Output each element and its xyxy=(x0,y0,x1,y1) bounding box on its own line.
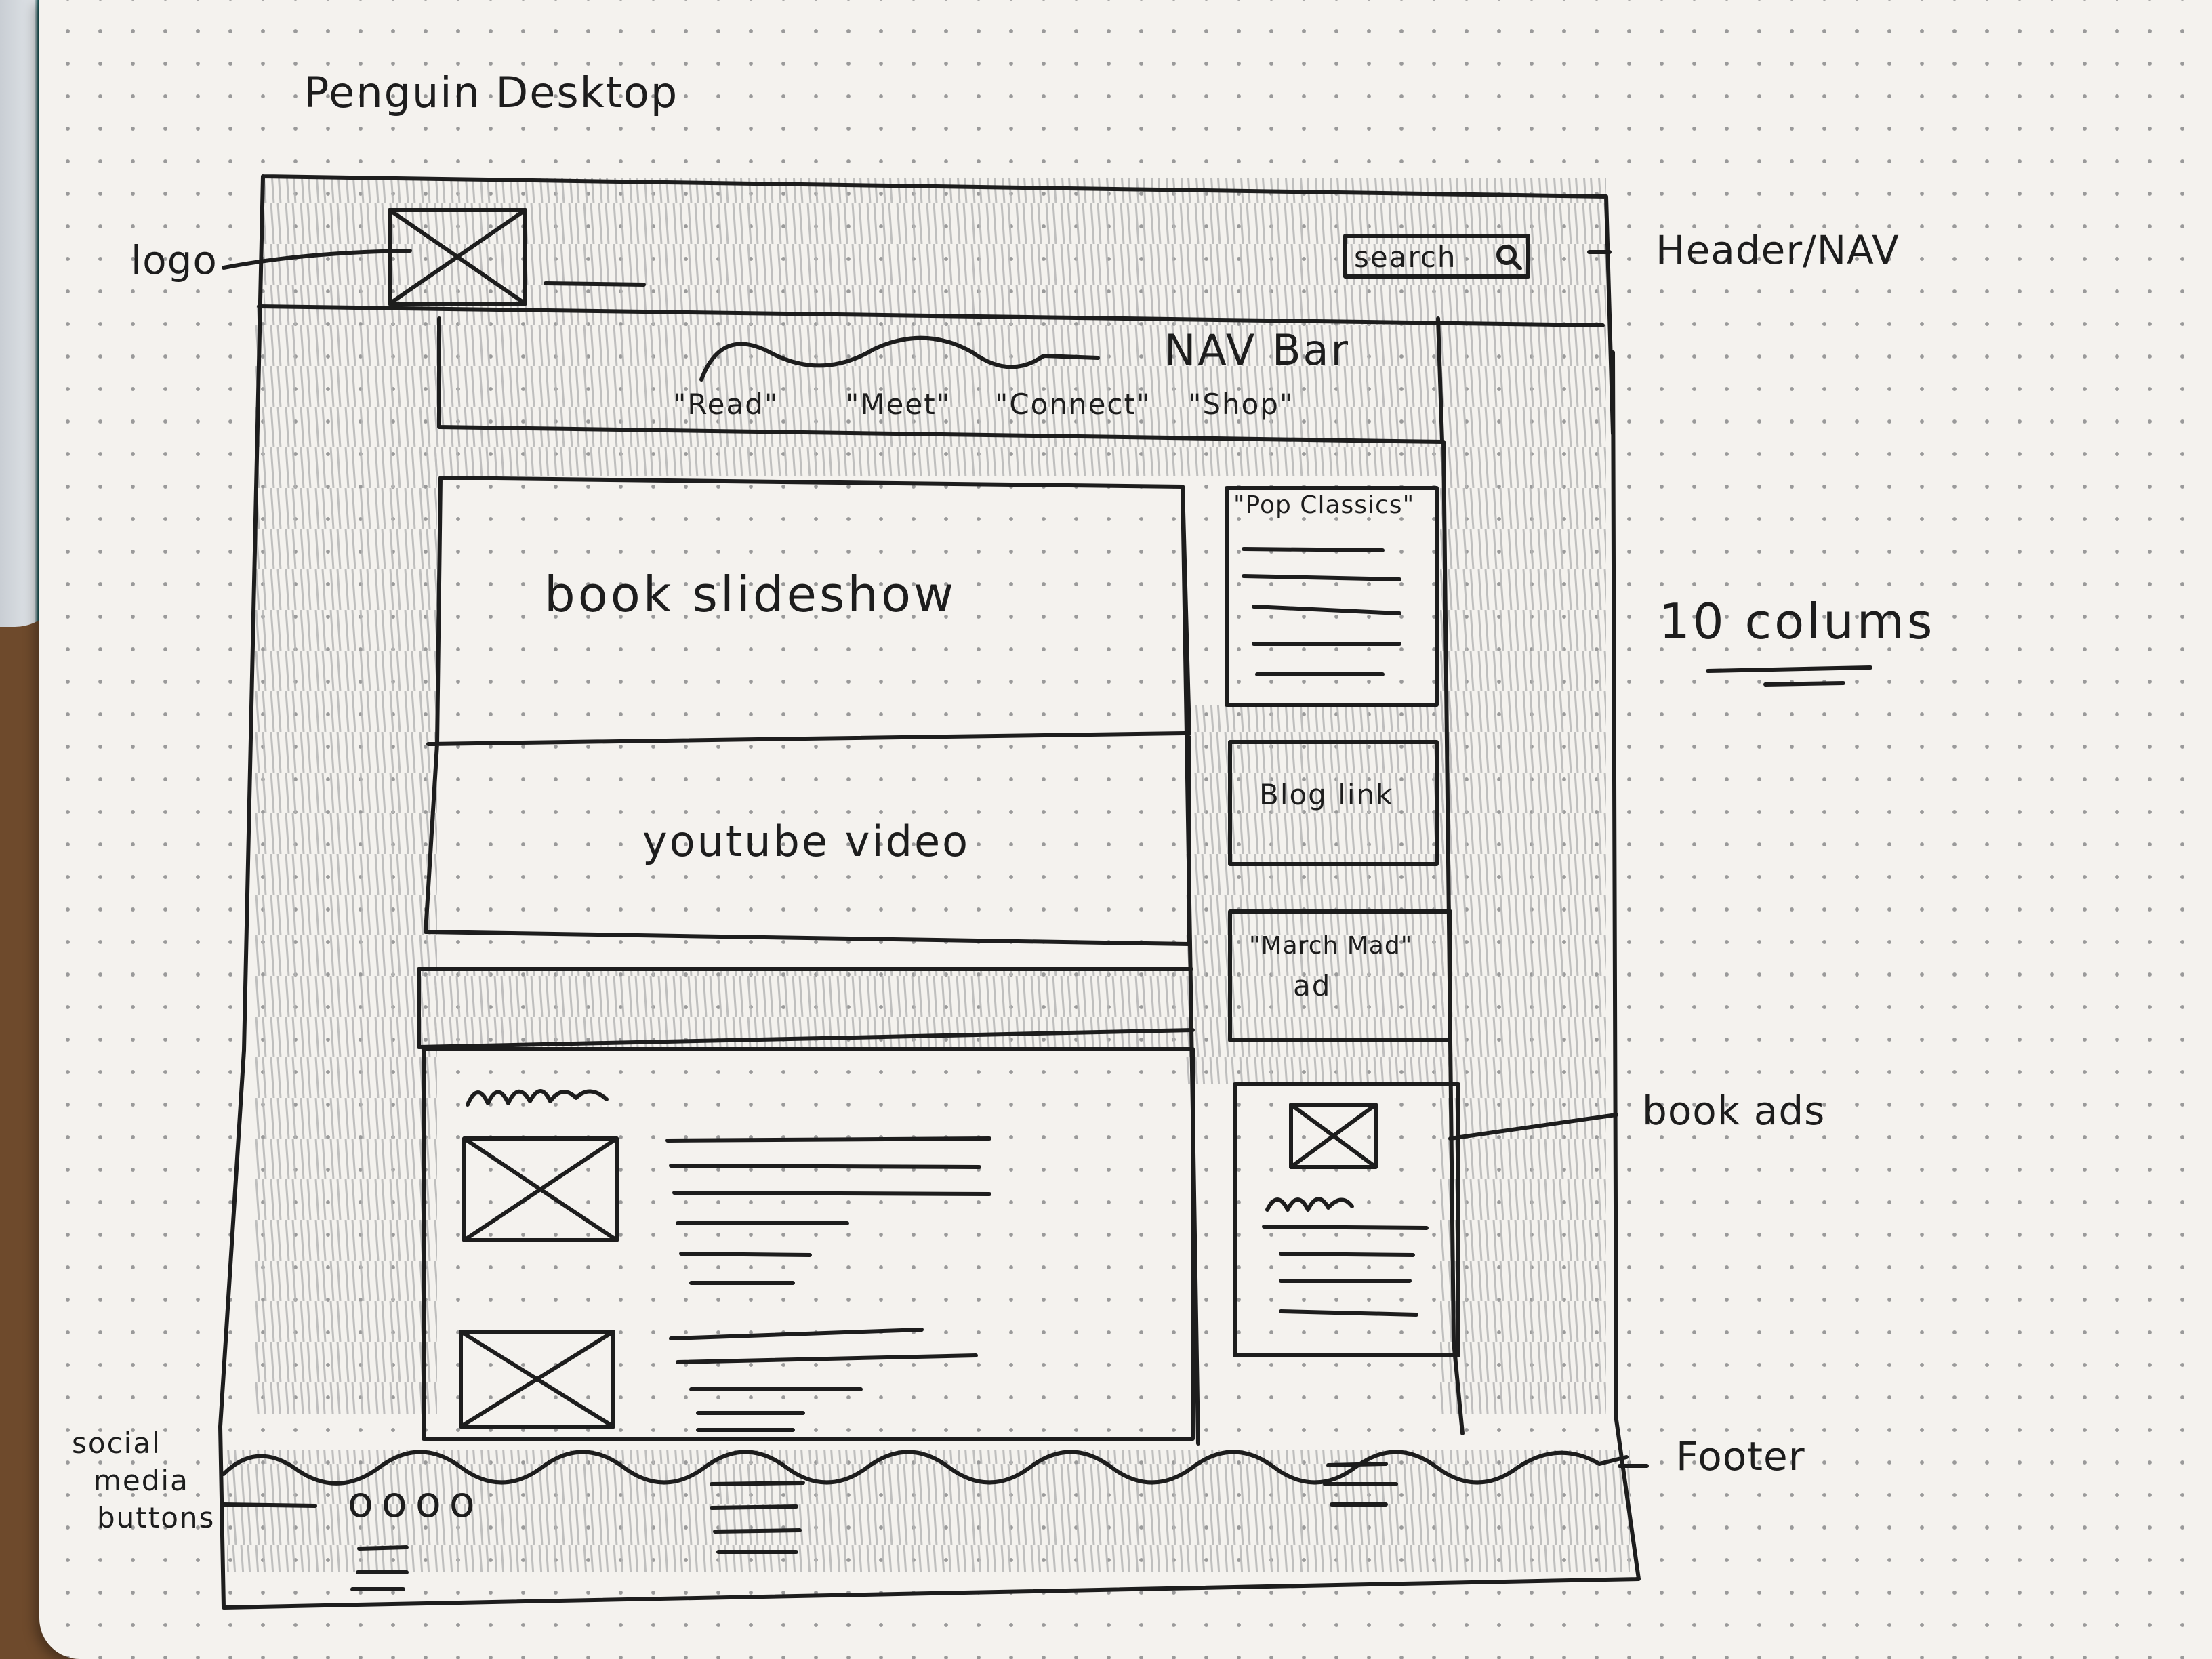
social-pointer xyxy=(222,1502,317,1508)
sidebar-divider xyxy=(1181,485,1200,1446)
sketchbook-page: Penguin Desktop logo Header/NAV search N… xyxy=(39,0,2212,1659)
march-mad-label: "March Mad" xyxy=(1249,932,1413,960)
nav-item-connect: "Connect" xyxy=(995,388,1151,421)
nav-item-shop: "Shop" xyxy=(1188,388,1294,421)
logo-pointer xyxy=(222,249,412,270)
article-image-1 xyxy=(462,1136,619,1242)
footer-wavy-edge xyxy=(222,1450,1629,1486)
header-nav-annotation: Header/NAV xyxy=(1656,227,1900,273)
book-ad-thumbnail xyxy=(1289,1103,1378,1169)
sidebar-right-edge xyxy=(1441,440,1465,1435)
pencil-shading xyxy=(227,178,1630,1572)
social-annotation-line-2: media xyxy=(94,1464,189,1497)
logo-annotation: logo xyxy=(131,237,218,283)
pop-classics-box xyxy=(1225,486,1439,707)
slideshow-label: book slideshow xyxy=(544,566,956,623)
book-ads-pointer xyxy=(1448,1113,1618,1141)
nav-bar-outline xyxy=(437,316,1444,444)
search-box-outline xyxy=(1343,234,1530,279)
content-area-outline xyxy=(422,1047,1195,1441)
video-label: youtube video xyxy=(642,817,970,866)
social-annotation-line-3: buttons xyxy=(97,1501,216,1534)
book-ad-squiggle xyxy=(1265,1197,1354,1212)
book-ad-box xyxy=(1233,1082,1460,1357)
nav-squiggle xyxy=(699,335,1100,382)
search-label: search xyxy=(1354,241,1457,274)
article-image-2 xyxy=(459,1330,615,1429)
nav-bar-label: NAV Bar xyxy=(1164,325,1350,375)
logo-underline xyxy=(544,281,646,287)
page-frame xyxy=(218,174,1641,1610)
wireframe-drawing xyxy=(218,174,1872,1610)
march-mad-ad-label: ad xyxy=(1293,969,1332,1002)
sketch-title: Penguin Desktop xyxy=(304,68,679,117)
header-bottom-line xyxy=(257,304,1605,327)
magnifier-icon xyxy=(1496,245,1517,265)
content-heading-squiggle xyxy=(466,1089,609,1107)
logo-cross xyxy=(388,208,527,306)
footer-annotation: Footer xyxy=(1676,1433,1805,1479)
nav-item-read: "Read" xyxy=(673,388,779,421)
march-mad-box xyxy=(1228,909,1452,1042)
blog-link-box xyxy=(1228,740,1439,866)
columns-annotation: 10 colums xyxy=(1659,593,1936,650)
book-ads-annotation: book ads xyxy=(1642,1088,1826,1134)
pop-classics-label: "Pop Classics" xyxy=(1233,491,1415,519)
columns-underline xyxy=(1706,665,1872,687)
social-annotation-line-1: social xyxy=(72,1427,161,1460)
logo-placeholder xyxy=(388,208,527,306)
main-column-outline xyxy=(424,476,1191,946)
blog-link-label: Blog link xyxy=(1259,778,1394,811)
nav-item-meet: "Meet" xyxy=(846,388,951,421)
social-media-buttons: oooo xyxy=(348,1477,483,1527)
main-gap-bottom xyxy=(417,967,1195,1049)
